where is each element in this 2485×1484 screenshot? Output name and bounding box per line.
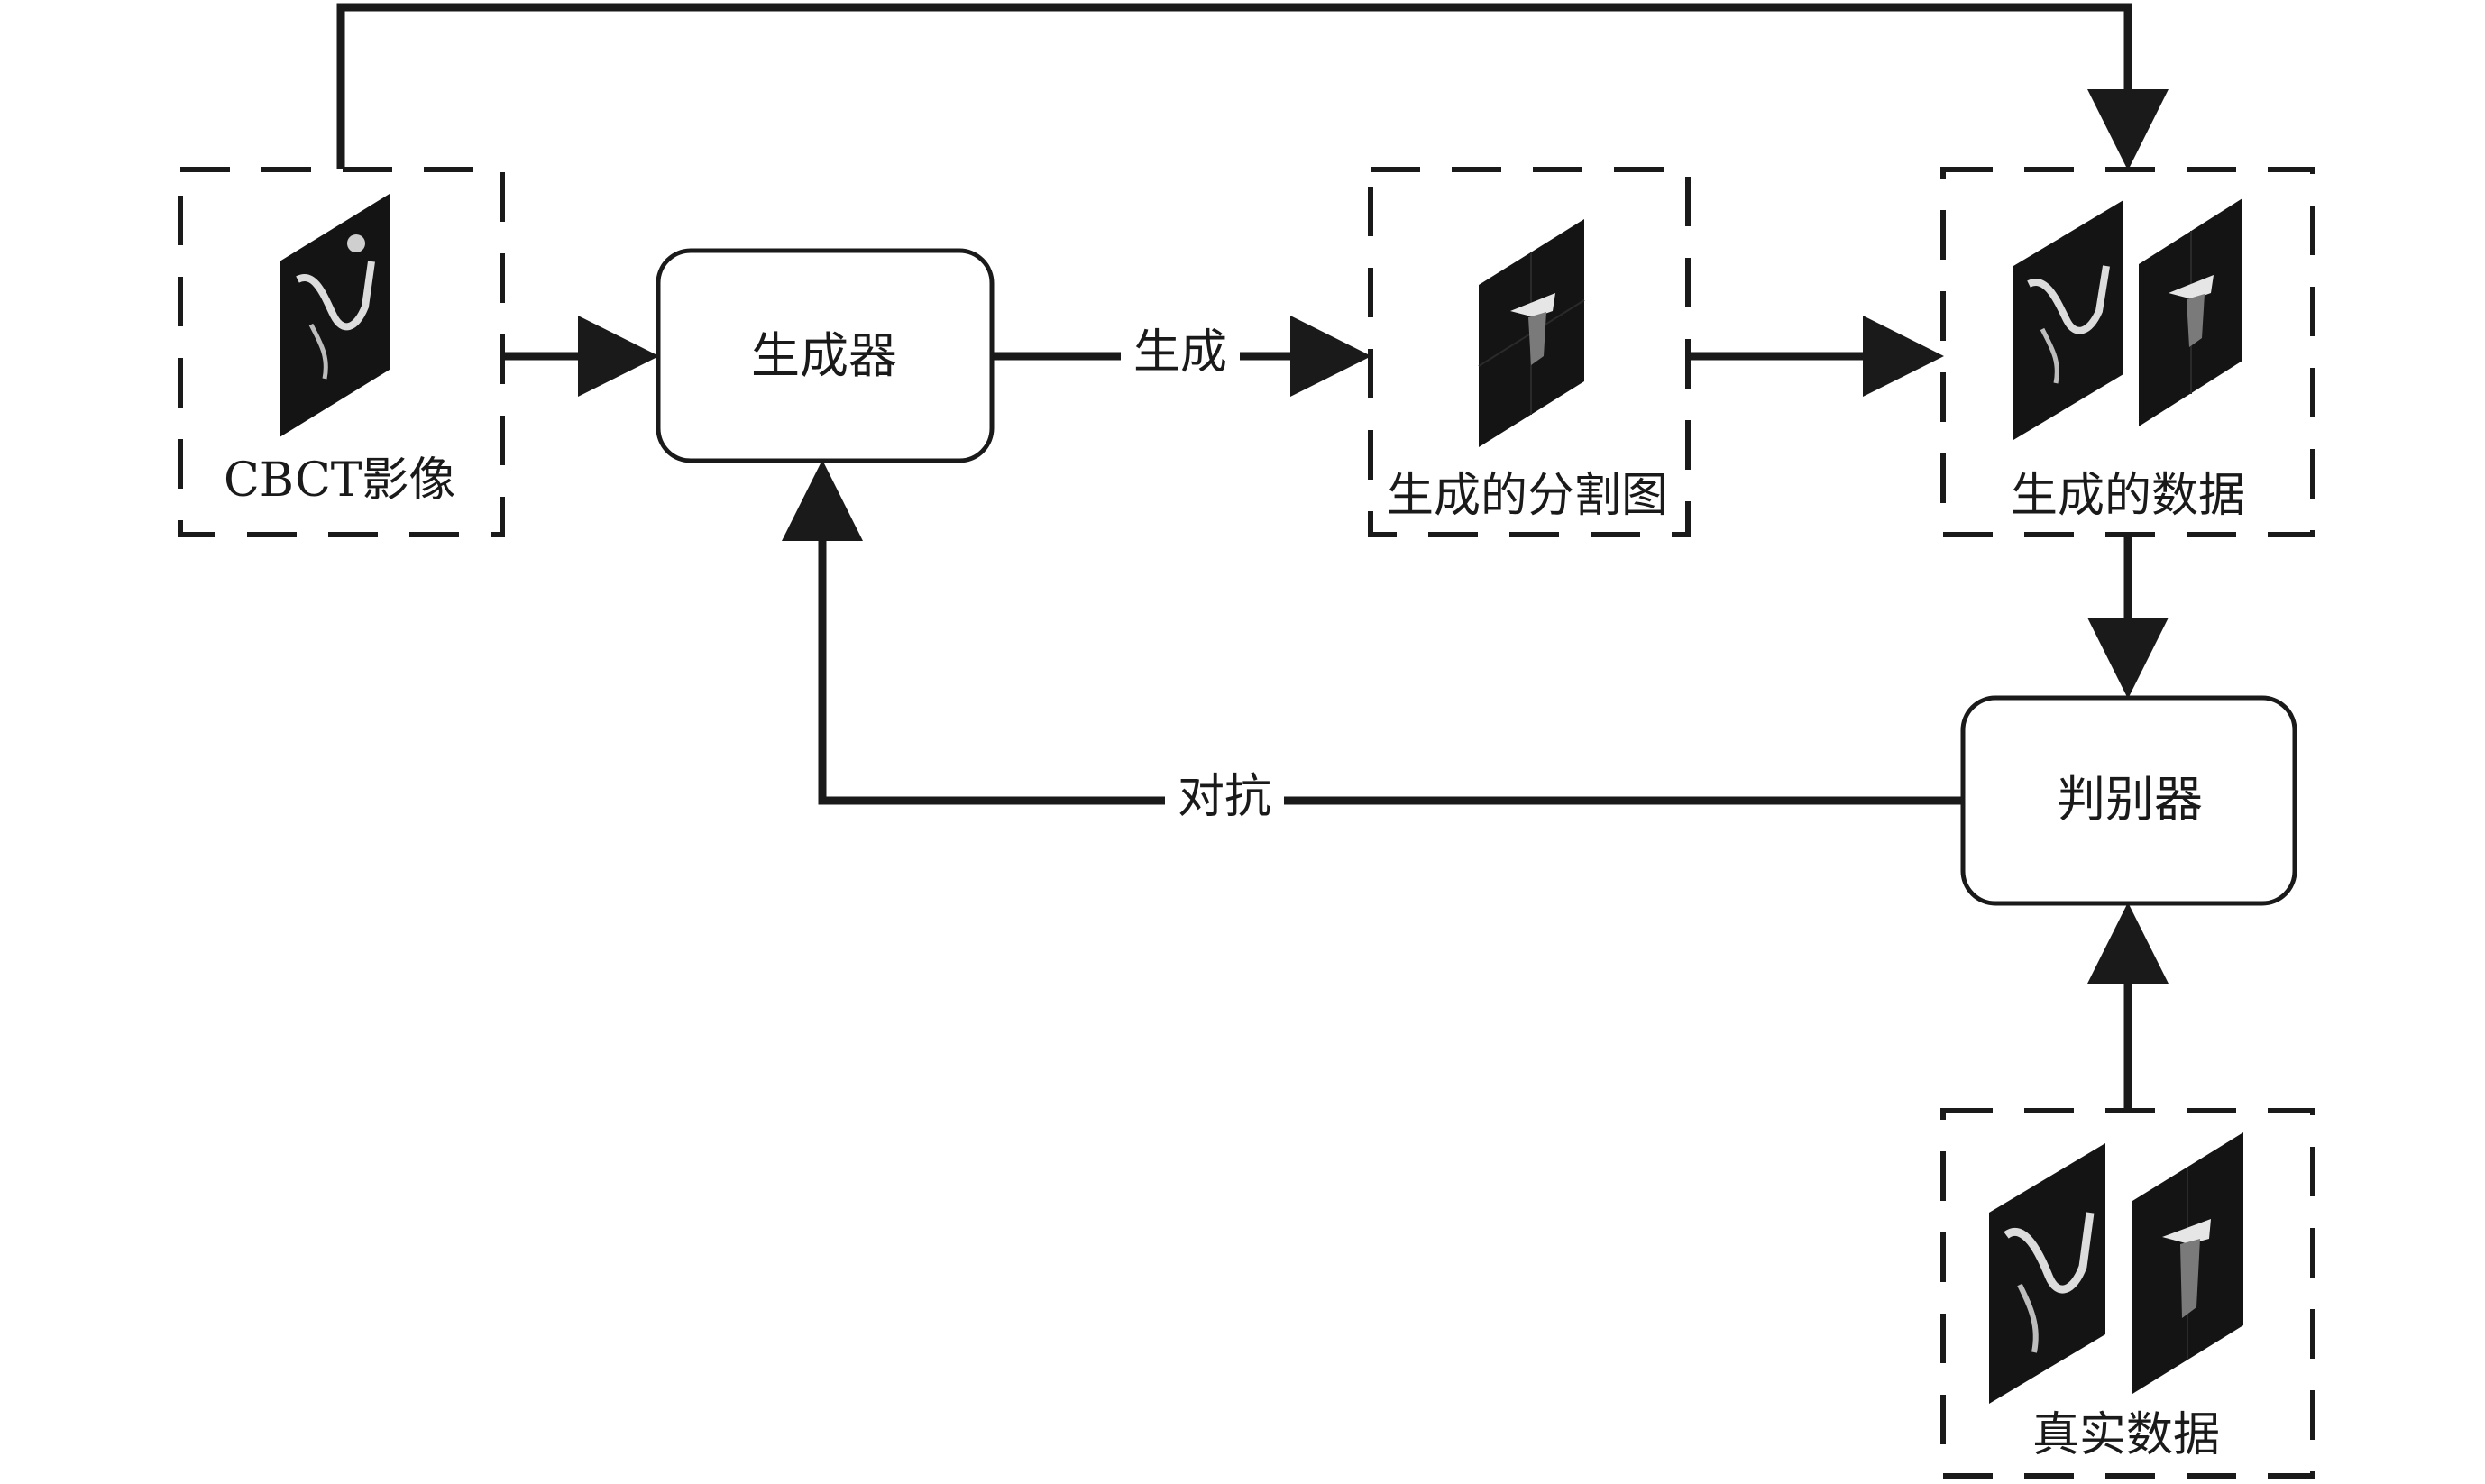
real-data-label: 真实数据 bbox=[2032, 1408, 2221, 1462]
arrow-cbct-to-generated-data bbox=[336, 3, 2169, 170]
generator-label: 生成器 bbox=[751, 327, 897, 384]
discriminator-label: 判别器 bbox=[2057, 771, 2203, 828]
real-data-seg-image bbox=[2132, 1132, 2243, 1394]
real-data-cbct-image bbox=[1989, 1143, 2105, 1404]
generated-data-cbct-image bbox=[2013, 200, 2123, 440]
cbct-label: CBCT影像 bbox=[224, 453, 456, 508]
generated-seg-label: 生成的分割图 bbox=[1387, 469, 1669, 523]
generate-edge-label: 生成 bbox=[1121, 329, 1241, 376]
adversarial-edge-label: 对抗 bbox=[1165, 774, 1285, 820]
generated-data-seg-image bbox=[2139, 198, 2242, 426]
generated-seg-image bbox=[1478, 219, 1585, 447]
generated-data-label: 生成的数据 bbox=[2011, 469, 2246, 523]
arrow-adversarial-feedback bbox=[782, 460, 1963, 805]
cbct-image bbox=[280, 194, 390, 437]
